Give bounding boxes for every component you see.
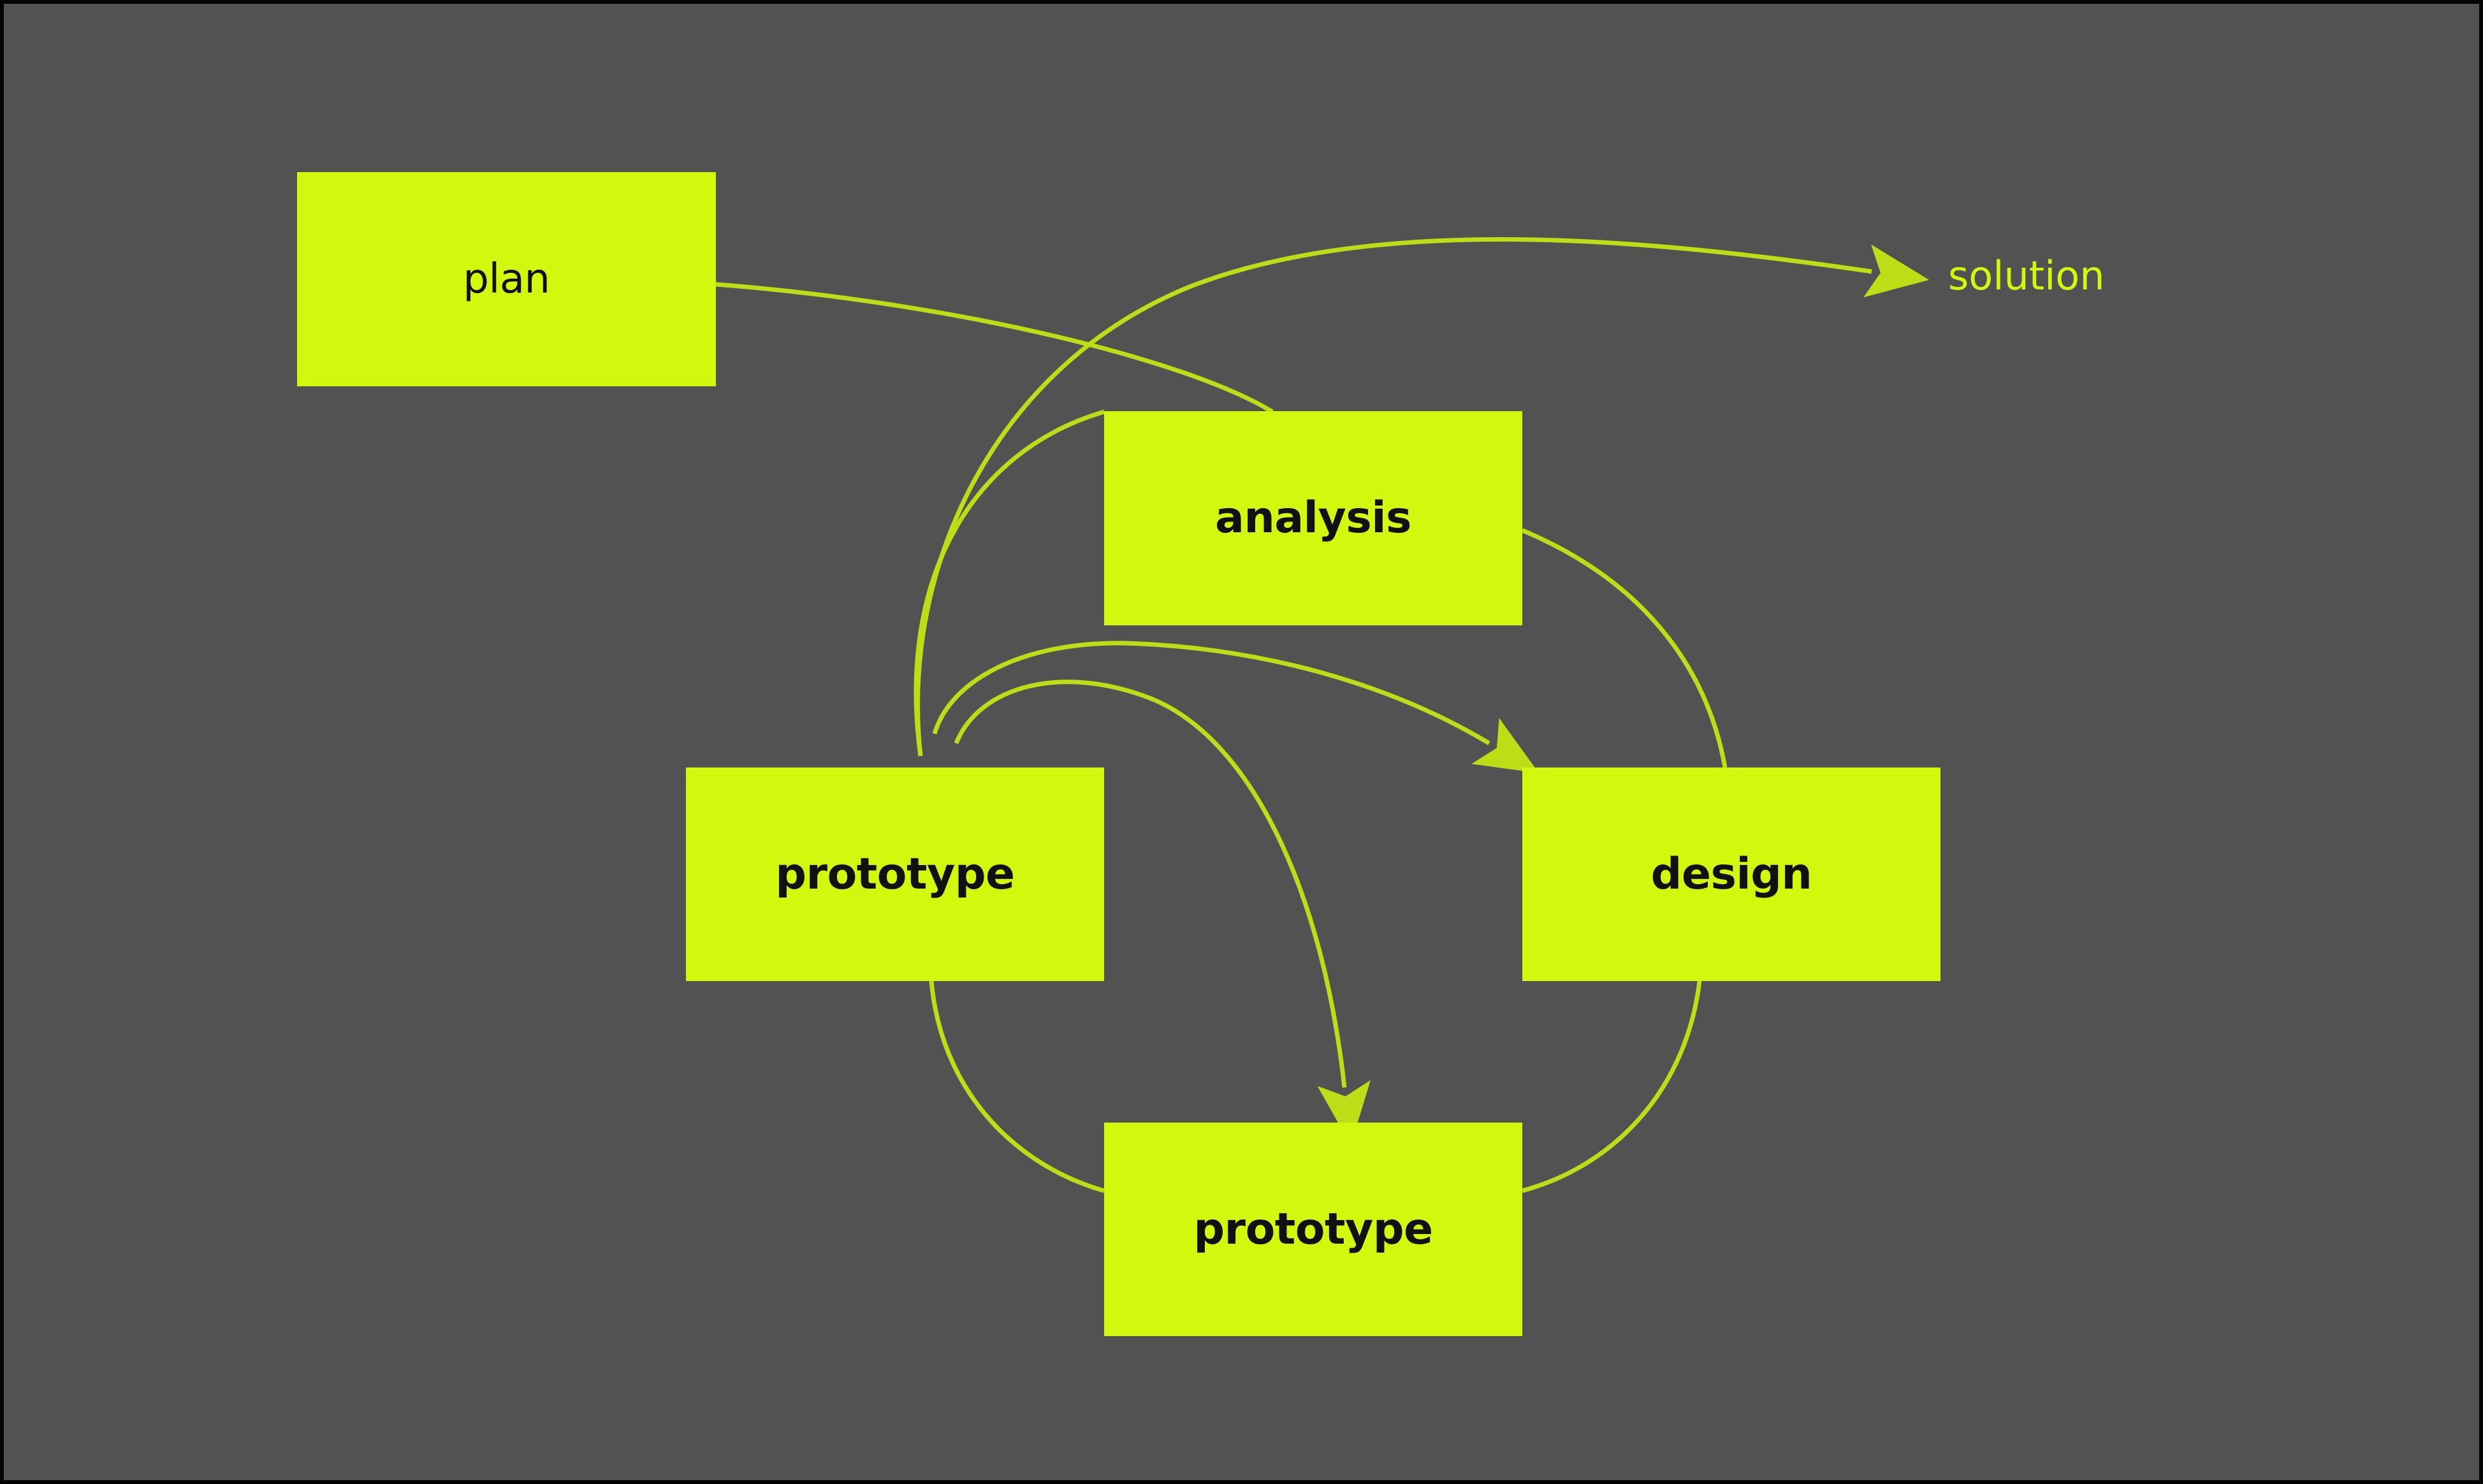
node-prototype-top-label: prototype — [775, 848, 1015, 899]
node-prototype-bottom[interactable]: prototype — [1104, 1123, 1522, 1336]
edge-label-solution: solution — [1948, 252, 2105, 299]
edge-design-to-prototype2-arc — [1522, 980, 1702, 1193]
node-design-label: design — [1650, 848, 1812, 899]
node-prototype-bottom-label: prototype — [1193, 1204, 1433, 1255]
node-design[interactable]: design — [1522, 767, 1941, 981]
node-plan[interactable]: plan — [297, 172, 716, 386]
edge-prototype-to-design — [932, 641, 1540, 773]
edge-prototype1-to-prototype2-arc — [929, 980, 1105, 1193]
edge-plan-to-analysis — [715, 282, 1274, 414]
node-analysis-label: analysis — [1214, 493, 1412, 543]
edge-circle-upper-left — [914, 409, 1105, 757]
node-prototype-top[interactable]: prototype — [686, 767, 1104, 981]
node-analysis[interactable]: analysis — [1104, 411, 1522, 625]
node-plan-label: plan — [463, 256, 550, 303]
edge-analysis-to-design — [1521, 528, 1728, 768]
